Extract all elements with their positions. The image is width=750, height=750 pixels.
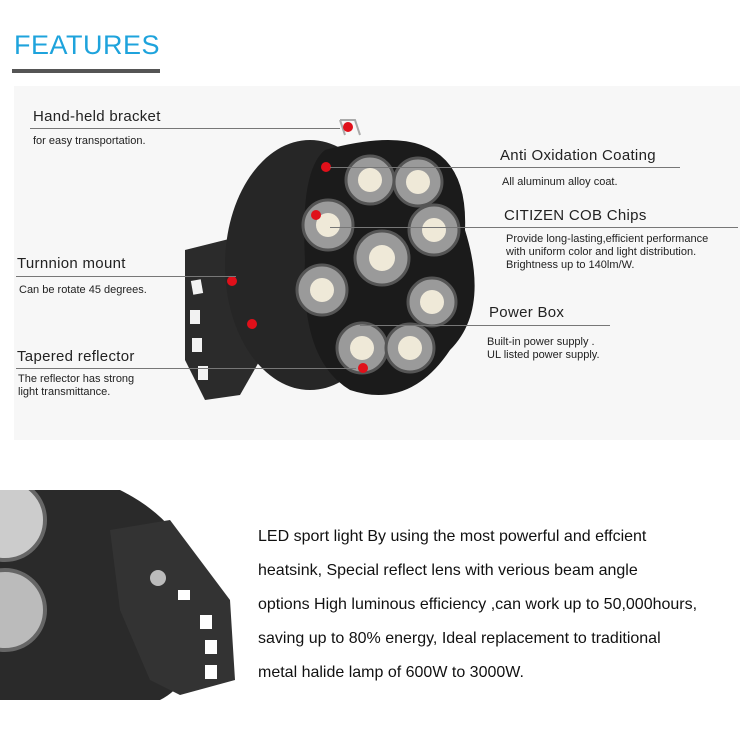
feature-desc: Built-in power supply . bbox=[487, 336, 595, 348]
description-line: options High luminous efficiency ,can wo… bbox=[258, 596, 698, 613]
feature-title-hand-held-bracket: Hand-held bracket bbox=[33, 108, 161, 125]
marker-dots bbox=[227, 122, 368, 373]
feature-title-tapered-reflector: Tapered reflector bbox=[17, 348, 135, 365]
features-title: FEATURES bbox=[14, 30, 161, 60]
feature-title-citizen-cob: CITIZEN COB Chips bbox=[504, 207, 647, 224]
flood-light-illustration bbox=[185, 119, 475, 400]
feature-desc: light transmittance. bbox=[18, 386, 111, 398]
feature-desc: with uniform color and light distributio… bbox=[506, 246, 697, 258]
description-line: saving up to 80% energy, Ideal replaceme… bbox=[258, 630, 661, 647]
flood-light-side-photo bbox=[0, 490, 250, 700]
description-line: heatsink, Special reflect lens with veri… bbox=[258, 562, 638, 579]
feature-title-anti-oxidation: Anti Oxidation Coating bbox=[500, 147, 656, 164]
description-line: LED sport light By using the most powerf… bbox=[258, 528, 647, 545]
description-line: metal halide lamp of 600W to 3000W. bbox=[258, 664, 524, 681]
product-description: LED sport light By using the most powerf… bbox=[258, 520, 750, 690]
feature-title-turnnion-mount: Turnnion mount bbox=[17, 255, 126, 272]
feature-desc: All aluminum alloy coat. bbox=[502, 176, 618, 188]
feature-desc: UL listed power supply. bbox=[487, 349, 600, 361]
feature-desc: The reflector has strong bbox=[18, 373, 135, 385]
feature-desc: Provide long-lasting,efficient performan… bbox=[506, 233, 709, 245]
feature-desc: Can be rotate 45 degrees. bbox=[19, 284, 147, 296]
feature-desc: for easy transportation. bbox=[33, 135, 146, 147]
feature-desc: Brightness up to 140lm/W. bbox=[506, 259, 635, 271]
title-underline bbox=[12, 69, 160, 73]
feature-title-power-box: Power Box bbox=[489, 304, 565, 321]
